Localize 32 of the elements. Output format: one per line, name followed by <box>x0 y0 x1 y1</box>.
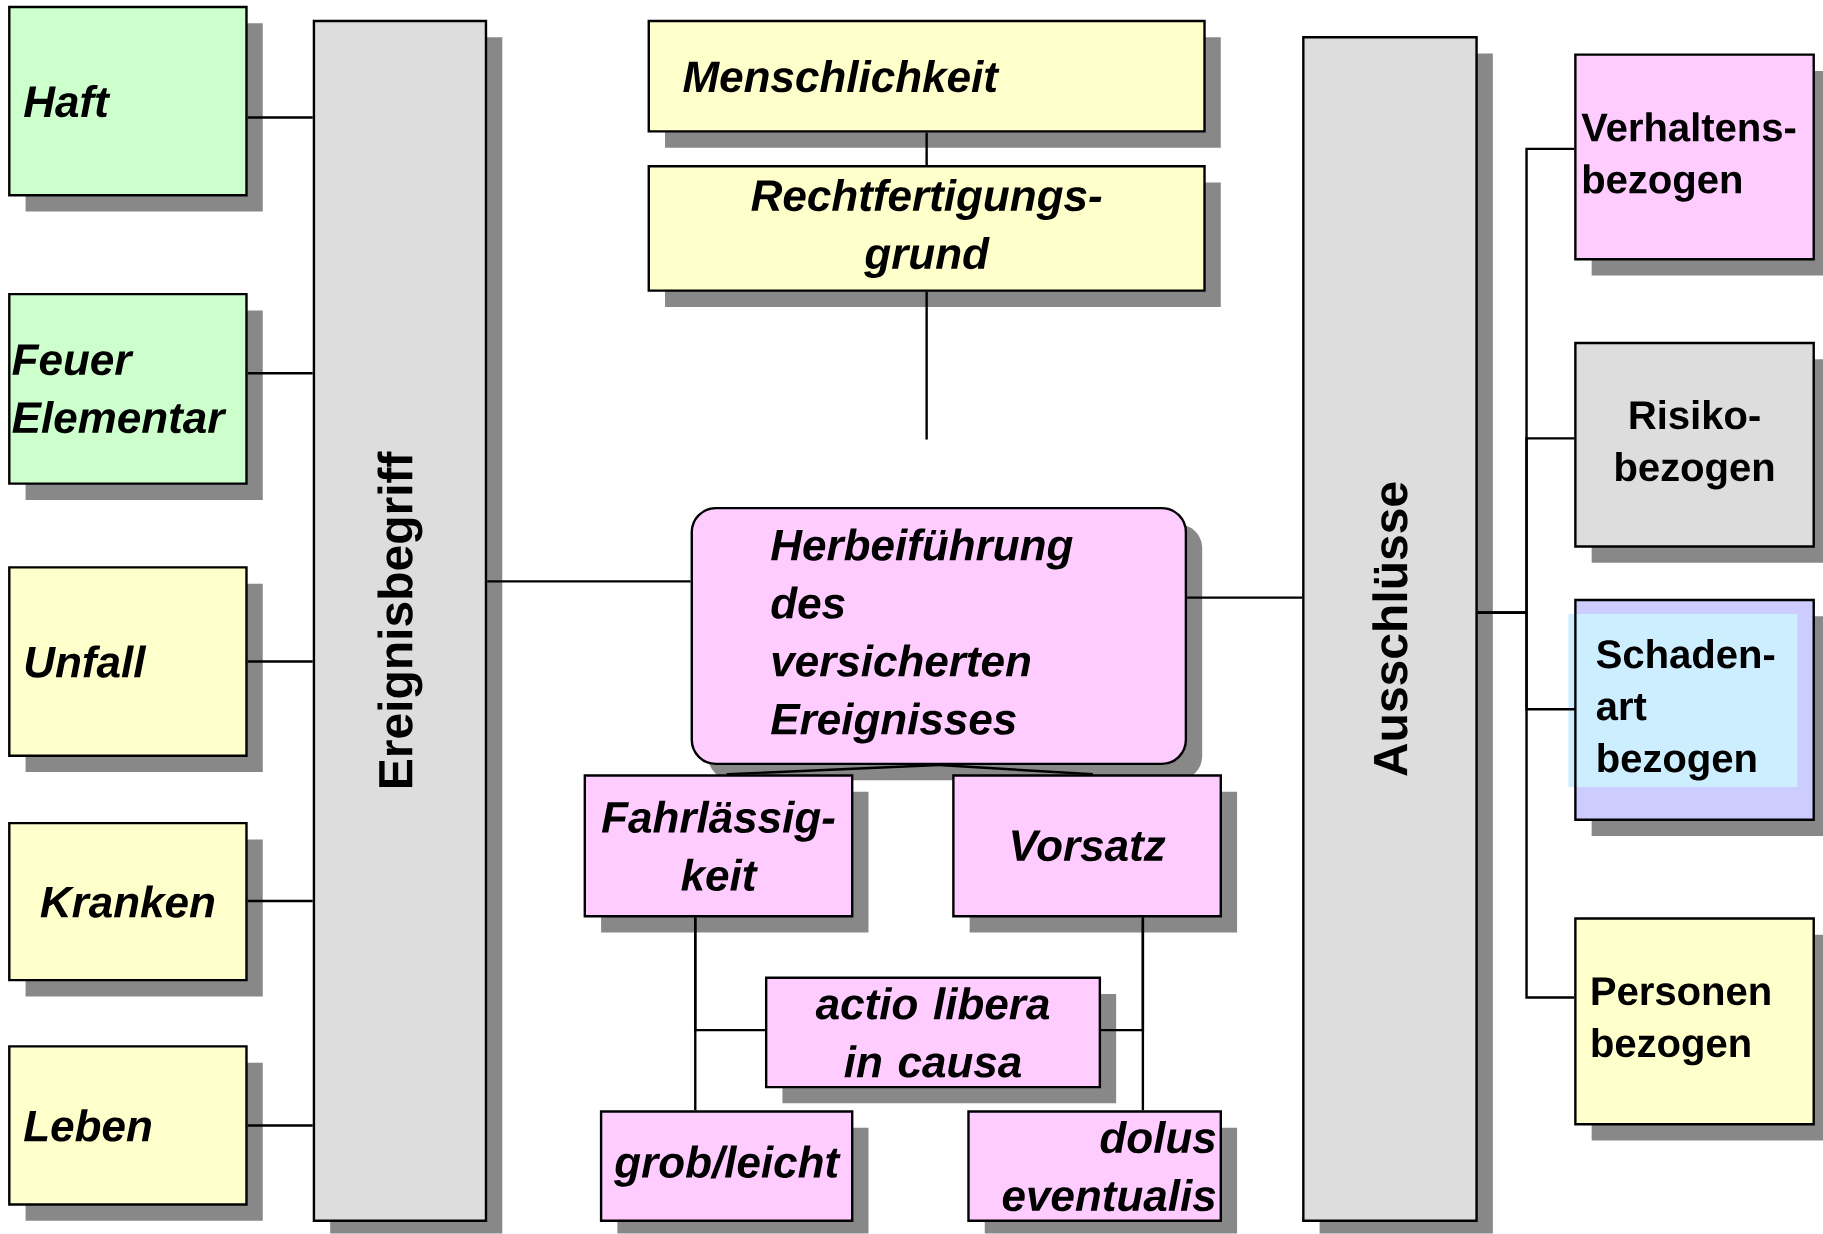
connector-line <box>247 660 313 663</box>
category-box: Risiko- bezogen <box>1574 342 1823 563</box>
category-box: actio libera in causa <box>764 976 1117 1104</box>
connector-line <box>1101 917 1145 1032</box>
rounded-box: Herbeiführung des versicherten Ereignisses <box>690 507 1203 781</box>
connector-line <box>247 116 313 119</box>
category-box: dolus eventualis <box>967 1110 1238 1234</box>
connector-line <box>487 580 691 583</box>
connector-line <box>247 372 313 375</box>
connector-line <box>247 1124 313 1127</box>
category-box: Haft <box>8 6 263 212</box>
category-box: grob/leicht <box>599 1110 869 1234</box>
connector-line <box>694 917 765 1032</box>
category-box: Personen bezogen <box>1574 917 1823 1141</box>
category-box: Menschlichkeit <box>647 19 1221 148</box>
category-box: Fahrlässig- keit <box>583 774 869 933</box>
category-box: Unfall <box>8 566 263 773</box>
category-box: Kranken <box>8 822 263 997</box>
connector-line <box>726 764 939 776</box>
vertical-bar: Ausschlüsse <box>1302 36 1493 1234</box>
category-box: Verhaltens- bezogen <box>1574 53 1823 276</box>
category-box: Vorsatz <box>952 774 1238 933</box>
vertical-bar: Ereignisbegriff <box>312 19 503 1234</box>
category-box: Feuer Elementar <box>8 293 263 501</box>
connector-line <box>1187 596 1303 600</box>
category-box: Schaden- art bezogen <box>1568 598 1823 837</box>
connector-line <box>925 292 928 440</box>
connector-line <box>1477 611 1575 999</box>
connector-line <box>925 132 928 166</box>
category-box: Rechtfertigungs- grund <box>647 165 1221 308</box>
connector-line <box>247 900 313 903</box>
category-box: Leben <box>8 1045 263 1221</box>
